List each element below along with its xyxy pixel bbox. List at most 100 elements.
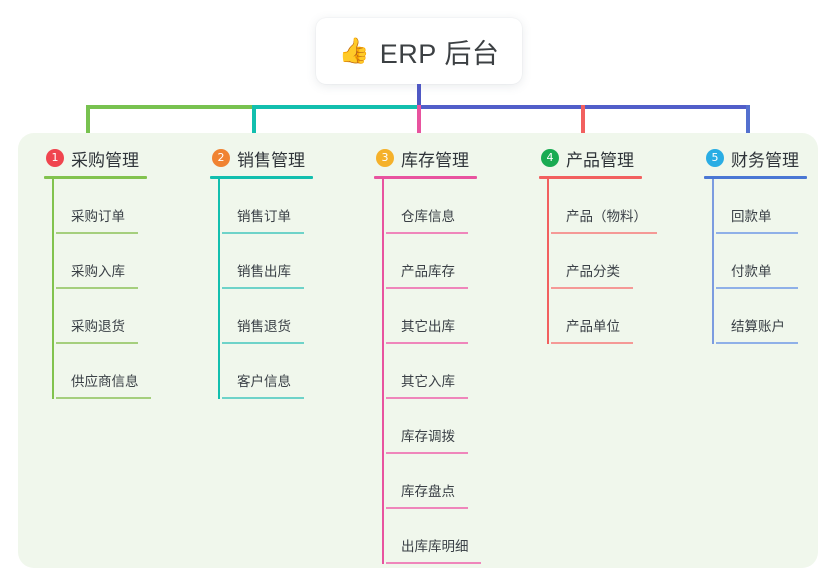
list-item[interactable]: 供应商信息 <box>56 344 194 399</box>
branch-column-4: 4 产品管理 产品（物料） 产品分类 产品单位 <box>539 146 699 344</box>
leaf-rule <box>386 562 481 564</box>
leaf-rule <box>56 287 138 289</box>
list-item[interactable]: 库存调拨 <box>386 399 524 454</box>
list-item[interactable]: 回款单 <box>716 179 839 234</box>
branch-header-3[interactable]: 3 库存管理 <box>374 146 524 170</box>
leaf-rule <box>222 232 304 234</box>
connector-drop-column-3 <box>417 105 421 145</box>
branch-rule-2 <box>210 176 313 179</box>
list-item[interactable]: 客户信息 <box>222 344 360 399</box>
leaf-rule <box>386 452 468 454</box>
list-item[interactable]: 库存盘点 <box>386 454 524 509</box>
branch-items-5: 回款单 付款单 结算账户 <box>704 179 839 344</box>
branch-items-4: 产品（物料） 产品分类 产品单位 <box>539 179 699 344</box>
list-item[interactable]: 采购订单 <box>56 179 194 234</box>
leaf-label: 回款单 <box>731 209 772 224</box>
leaf-rule <box>56 397 151 399</box>
root-node-card[interactable]: 👍 ERP 后台 <box>316 18 522 84</box>
list-item[interactable]: 销售退货 <box>222 289 360 344</box>
leaf-label: 销售出库 <box>237 264 291 279</box>
leaf-rule <box>716 342 798 344</box>
branch-title-5: 财务管理 <box>731 150 799 170</box>
branch-rule-3 <box>374 176 477 179</box>
connector-drop-column-1 <box>86 105 90 145</box>
leaf-rule <box>222 287 304 289</box>
list-item[interactable]: 结算账户 <box>716 289 839 344</box>
leaf-rule <box>56 342 138 344</box>
thumbs-up-icon: 👍 <box>338 36 370 65</box>
list-item[interactable]: 其它出库 <box>386 289 524 344</box>
leaf-rule <box>386 287 468 289</box>
branch-items-1: 采购订单 采购入库 采购退货 供应商信息 <box>44 179 194 399</box>
leaf-rule <box>56 232 138 234</box>
leaf-label: 采购订单 <box>71 209 125 224</box>
list-item[interactable]: 销售订单 <box>222 179 360 234</box>
branch-spine-5 <box>712 179 714 344</box>
leaf-label: 出库库明细 <box>401 539 469 554</box>
root-node-title: ERP 后台 <box>379 38 500 69</box>
branch-badge-1: 1 <box>46 149 64 167</box>
leaf-label: 其它出库 <box>401 319 455 334</box>
branch-badge-2: 2 <box>212 149 230 167</box>
leaf-label: 产品库存 <box>401 264 455 279</box>
leaf-label: 结算账户 <box>731 319 785 334</box>
branch-items-3: 仓库信息 产品库存 其它出库 其它入库 库存调拨 库存盘点 出库库明细 <box>374 179 524 564</box>
branch-header-1[interactable]: 1 采购管理 <box>44 146 194 170</box>
leaf-rule <box>551 232 657 234</box>
branch-spine-2 <box>218 179 220 399</box>
list-item[interactable]: 采购入库 <box>56 234 194 289</box>
branch-badge-5: 5 <box>706 149 724 167</box>
leaf-rule <box>551 342 633 344</box>
leaf-label: 采购入库 <box>71 264 125 279</box>
branch-title-3: 库存管理 <box>401 150 469 170</box>
leaf-rule <box>551 287 633 289</box>
leaf-label: 销售退货 <box>237 319 291 334</box>
list-item[interactable]: 付款单 <box>716 234 839 289</box>
leaf-label: 采购退货 <box>71 319 125 334</box>
connector-bus-segment-green <box>86 105 256 109</box>
list-item[interactable]: 仓库信息 <box>386 179 524 234</box>
branch-title-1: 采购管理 <box>71 150 139 170</box>
branch-badge-4: 4 <box>541 149 559 167</box>
connector-drop-column-5 <box>746 105 750 145</box>
connector-drop-column-2 <box>252 105 256 145</box>
branch-items-2: 销售订单 销售出库 销售退货 客户信息 <box>210 179 360 399</box>
leaf-label: 其它入库 <box>401 374 455 389</box>
branch-title-2: 销售管理 <box>237 150 305 170</box>
leaf-label: 库存盘点 <box>401 484 455 499</box>
list-item[interactable]: 销售出库 <box>222 234 360 289</box>
branch-rule-5 <box>704 176 807 179</box>
branch-column-1: 1 采购管理 采购订单 采购入库 采购退货 供应商信息 <box>44 146 194 399</box>
leaf-rule <box>386 397 468 399</box>
branch-badge-3: 3 <box>376 149 394 167</box>
list-item[interactable]: 产品库存 <box>386 234 524 289</box>
leaf-label: 付款单 <box>731 264 772 279</box>
branch-rule-4 <box>539 176 642 179</box>
leaf-rule <box>386 342 468 344</box>
list-item[interactable]: 产品（物料） <box>551 179 699 234</box>
branch-header-5[interactable]: 5 财务管理 <box>704 146 839 170</box>
branch-title-4: 产品管理 <box>566 150 634 170</box>
leaf-label: 产品单位 <box>566 319 620 334</box>
branch-header-4[interactable]: 4 产品管理 <box>539 146 699 170</box>
list-item[interactable]: 其它入库 <box>386 344 524 399</box>
leaf-rule <box>222 342 304 344</box>
leaf-label: 客户信息 <box>237 374 291 389</box>
leaf-rule <box>386 507 468 509</box>
leaf-label: 仓库信息 <box>401 209 455 224</box>
list-item[interactable]: 产品分类 <box>551 234 699 289</box>
leaf-rule <box>716 287 798 289</box>
leaf-label: 库存调拨 <box>401 429 455 444</box>
connector-root-trunk <box>417 84 421 108</box>
branch-spine-3 <box>382 179 384 564</box>
list-item[interactable]: 出库库明细 <box>386 509 524 564</box>
connector-bus-segment-teal <box>254 105 419 109</box>
list-item[interactable]: 采购退货 <box>56 289 194 344</box>
connector-drop-column-4 <box>581 105 585 145</box>
branch-header-2[interactable]: 2 销售管理 <box>210 146 360 170</box>
list-item[interactable]: 产品单位 <box>551 289 699 344</box>
leaf-label: 供应商信息 <box>71 374 139 389</box>
branch-spine-4 <box>547 179 549 344</box>
branch-column-5: 5 财务管理 回款单 付款单 结算账户 <box>704 146 839 344</box>
leaf-rule <box>716 232 798 234</box>
